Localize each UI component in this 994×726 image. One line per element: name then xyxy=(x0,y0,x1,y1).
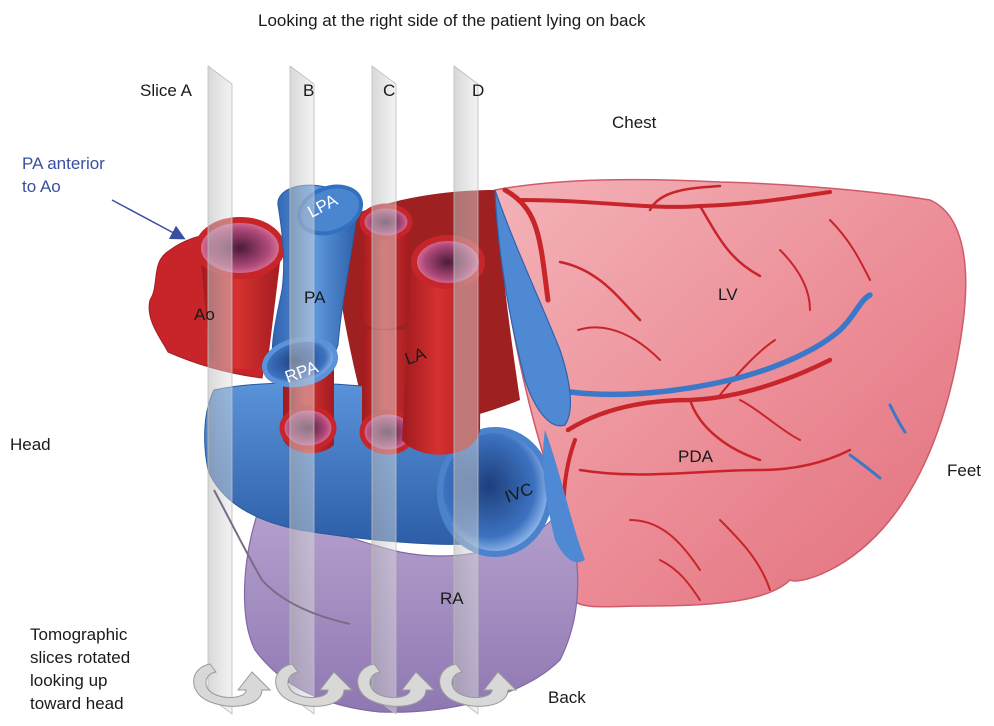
label-pa: PA xyxy=(304,287,325,309)
annotation-line-1: PA anterior xyxy=(22,153,105,175)
slice-a-label: Slice A xyxy=(140,80,192,102)
slice-plane-d xyxy=(454,66,478,714)
head-label: Head xyxy=(10,434,51,456)
label-pda: PDA xyxy=(678,446,713,468)
caption-line-4: toward head xyxy=(30,693,124,715)
caption-line-1: Tomographic xyxy=(30,624,127,646)
slice-b-label: B xyxy=(303,80,314,102)
back-label: Back xyxy=(548,687,586,709)
label-ao: Ao xyxy=(194,304,215,326)
annotation-arrow xyxy=(112,200,183,238)
label-lv: LV xyxy=(718,284,738,306)
label-ra: RA xyxy=(440,588,464,610)
annotation-line-2: to Ao xyxy=(22,176,61,198)
caption-line-3: looking up xyxy=(30,670,108,692)
slice-plane-a xyxy=(208,66,232,714)
diagram-title: Looking at the right side of the patient… xyxy=(258,10,645,32)
feet-label: Feet xyxy=(947,460,981,482)
slice-plane-c xyxy=(372,66,396,714)
caption-line-2: slices rotated xyxy=(30,647,130,669)
slice-plane-b xyxy=(290,66,314,714)
slice-c-label: C xyxy=(383,80,395,102)
chest-label: Chest xyxy=(612,112,656,134)
slice-d-label: D xyxy=(472,80,484,102)
